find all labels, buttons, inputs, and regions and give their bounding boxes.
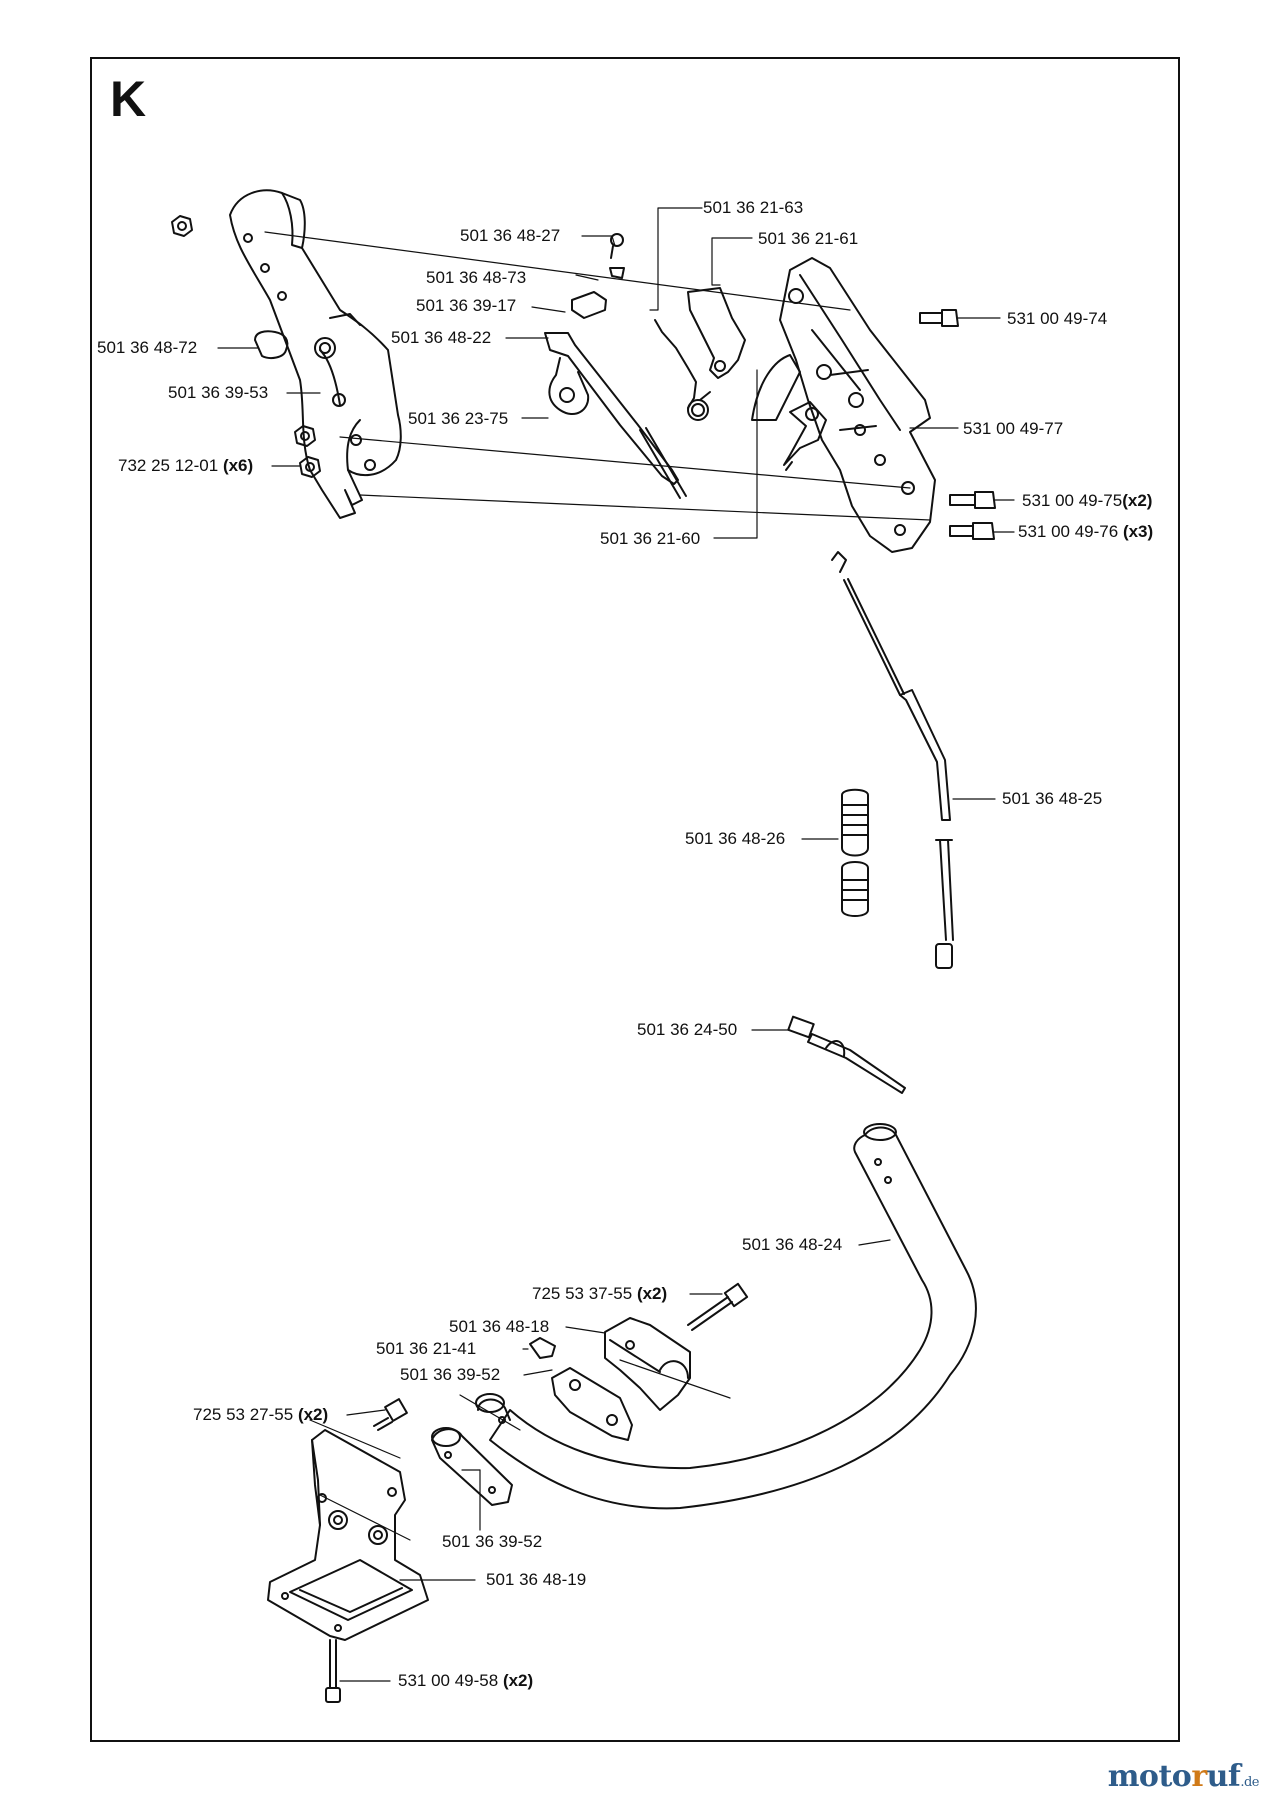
part-label-501-36-39-52-lower: 501 36 39-52 — [442, 1532, 543, 1551]
part-label-501-36-39-17: 501 36 39-17 — [416, 296, 517, 315]
clamp-half-lower — [431, 1427, 513, 1506]
throttle-stop — [751, 354, 827, 471]
part-label-501-36-48-73: 501 36 48-73 — [426, 268, 527, 287]
part-label-531-00-49-76: 531 00 49-76 (x3) — [1018, 522, 1154, 541]
part-label-531-00-49-58: 531 00 49-58 (x2) — [398, 1671, 534, 1690]
part-label-531-00-49-75: 531 00 49-75(x2) — [1022, 491, 1153, 510]
part-label-725-53-37-55: 725 53 37-55 (x2) — [532, 1284, 668, 1303]
part-label-725-53-27-55: 725 53 27-55 (x2) — [193, 1405, 329, 1424]
clamp-half-upper — [551, 1367, 633, 1441]
part-label-501-36-21-41: 501 36 21-41 — [376, 1339, 477, 1358]
cable-tie — [787, 1015, 906, 1094]
cable-sleeve — [841, 788, 869, 917]
handle-clamp — [604, 1282, 749, 1411]
part-label-501-36-48-72: 501 36 48-72 — [97, 338, 198, 357]
screws-bottom — [325, 1398, 408, 1703]
screws-right — [919, 309, 996, 540]
throttle-cable — [831, 551, 954, 969]
part-label-501-36-48-22: 501 36 48-22 — [391, 328, 492, 347]
part-label-501-36-24-50: 501 36 24-50 — [637, 1020, 738, 1039]
throttle-trigger — [544, 233, 687, 499]
part-label-501-36-48-24: 501 36 48-24 — [742, 1235, 843, 1254]
part-label-531-00-49-77: 531 00 49-77 — [963, 419, 1064, 438]
part-label-501-36-48-25: 501 36 48-25 — [1002, 789, 1103, 808]
part-label-501-36-48-27: 501 36 48-27 — [460, 226, 561, 245]
part-label-732-25-12-01: 732 25 12-01 (x6) — [118, 456, 254, 475]
diagram-frame — [90, 57, 1180, 1742]
lock-lever — [687, 287, 746, 379]
mounting-bracket — [267, 1429, 429, 1641]
part-label-501-36-23-75: 501 36 23-75 — [408, 409, 509, 428]
hex-nuts — [171, 215, 321, 478]
part-label-501-36-39-53: 501 36 39-53 — [168, 383, 269, 402]
brand-watermark: motoruf.de — [1107, 1759, 1260, 1794]
right-handle-half — [779, 257, 936, 553]
part-label-501-36-39-52-upper: 501 36 39-52 — [400, 1365, 501, 1384]
loop-handle — [489, 1123, 977, 1510]
part-label-501-36-21-63: 501 36 21-63 — [703, 198, 804, 217]
torsion-spring — [654, 319, 711, 421]
part-label-531-00-49-74: 531 00 49-74 — [1007, 309, 1108, 328]
tube-end — [475, 1393, 511, 1424]
part-label-501-36-21-60: 501 36 21-60 — [600, 529, 701, 548]
section-letter: K — [110, 71, 147, 127]
part-label-501-36-48-18: 501 36 48-18 — [449, 1317, 550, 1336]
part-label-501-36-21-61: 501 36 21-61 — [758, 229, 859, 248]
small-plate — [529, 1337, 556, 1359]
leader-lines — [217, 207, 1015, 1682]
left-handle-half — [229, 189, 402, 519]
part-label-501-36-48-19: 501 36 48-19 — [486, 1570, 587, 1589]
part-label-501-36-48-26: 501 36 48-26 — [685, 829, 786, 848]
